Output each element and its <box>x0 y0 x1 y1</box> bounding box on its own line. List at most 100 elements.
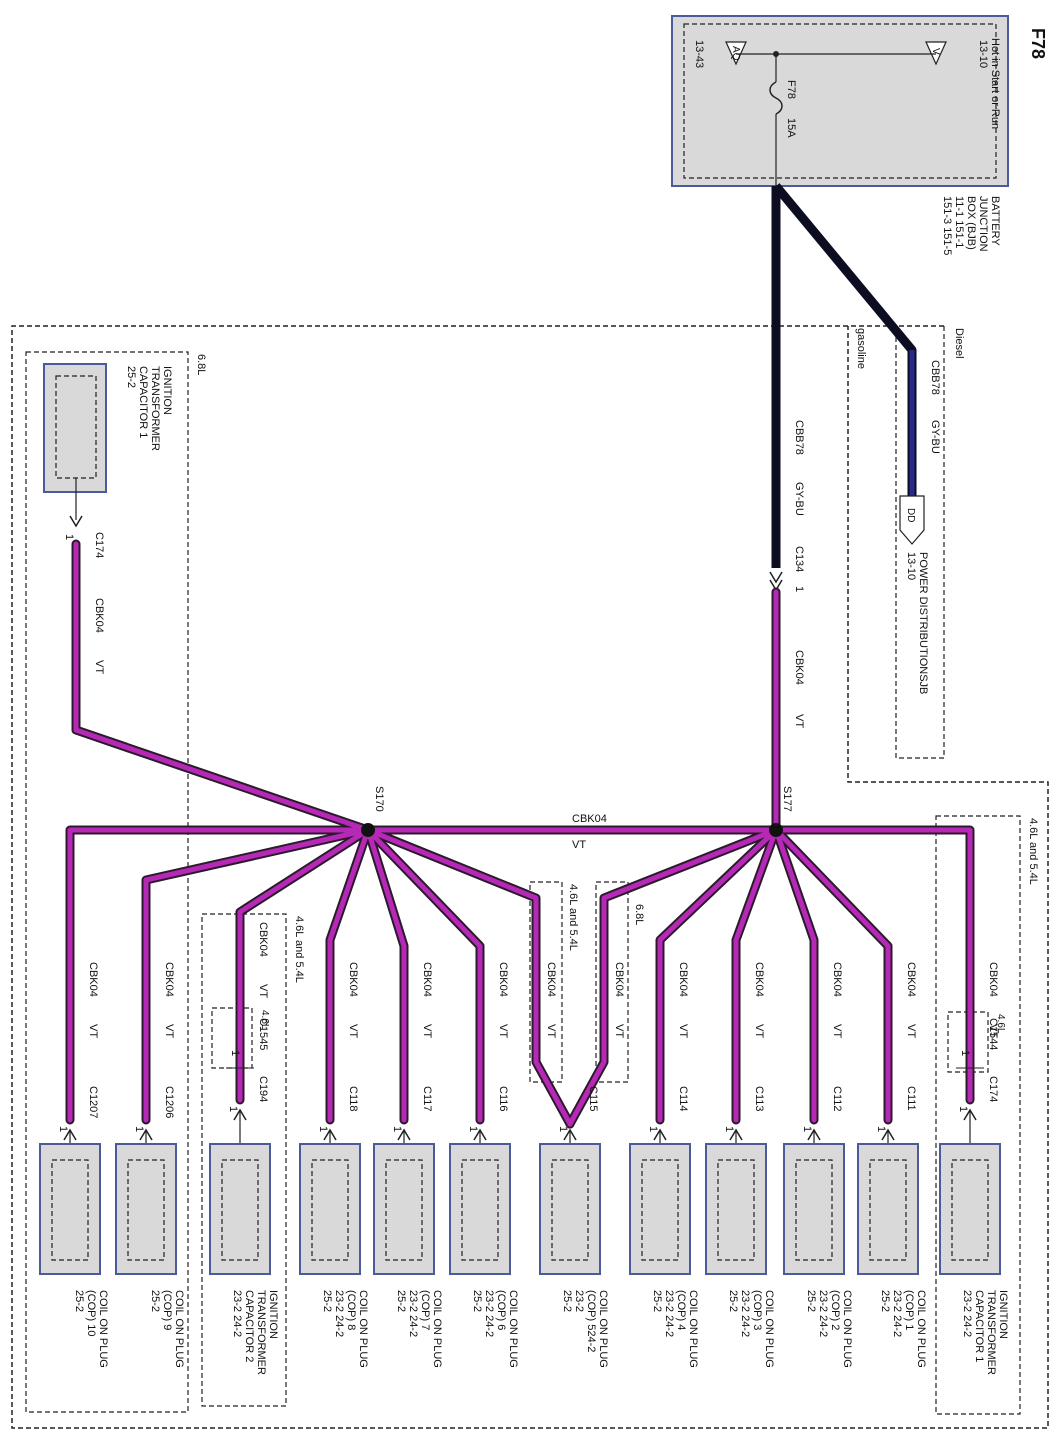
conn-v-label: V <box>930 48 941 55</box>
bjb-line-1: BATTERY <box>989 196 1001 246</box>
s177-label: S177 <box>781 786 793 812</box>
branch-7-wire-color: VT <box>677 1024 689 1038</box>
branch-4-component-box <box>373 1143 435 1275</box>
gas-wire-id: CBB78 <box>793 420 805 455</box>
branch-8-conn: C113 <box>753 1086 765 1111</box>
page-id: F78 <box>1028 28 1048 59</box>
branch-11-sub-conn: C1544 <box>987 1018 999 1050</box>
branch-11-wire-color: VT <box>987 1024 999 1038</box>
label-46-right: 4.6L <box>995 1014 1006 1034</box>
bus-wire-color: VT <box>572 839 586 851</box>
branch-5-title-0: COIL ON PLUG <box>507 1290 519 1368</box>
c174-top-pin: 1 <box>63 534 75 540</box>
branch-11-title-3: 23-2 24-2 <box>961 1290 973 1337</box>
branch-0-wire-color: VT <box>87 1024 99 1038</box>
branch-10-component-inner <box>869 1159 907 1261</box>
branch-6-component-box <box>539 1143 601 1275</box>
fuse-symbol-icon <box>769 81 783 115</box>
itc-top-wire-id: CBK04 <box>93 598 105 633</box>
branch-1-title-2: 25-2 <box>149 1290 161 1312</box>
branch-5-wire-id: CBK04 <box>497 962 509 997</box>
branch-5-wire-color: VT <box>497 1024 509 1038</box>
branch-8-wire-id: CBK04 <box>753 962 765 997</box>
branch-9-component-box <box>783 1143 845 1275</box>
branch-1-title-0: COIL ON PLUG <box>173 1290 185 1368</box>
branch-10-wire-color: VT <box>905 1024 917 1038</box>
label-68l-c115: 6.8L <box>633 904 645 925</box>
diesel-label: Diesel <box>953 328 965 359</box>
branch-3-component-box <box>299 1143 361 1275</box>
branch-10-conn: C111 <box>905 1086 917 1111</box>
branch-5-conn: C116 <box>497 1086 509 1111</box>
gas-wire2-color: VT <box>793 714 805 728</box>
connector-aq-icon <box>725 41 747 66</box>
branch-4-title-3: 25-2 <box>395 1290 407 1312</box>
itc-top-title-1: IGNITION <box>161 366 173 415</box>
region-68l-left <box>25 351 189 1413</box>
branch-1-pin: 1 <box>133 1126 145 1132</box>
branch-0-title-1: (COP) 10 <box>85 1290 97 1336</box>
dd-label: DD <box>905 508 916 522</box>
branch-2-wire-color: VT <box>257 984 269 998</box>
branch-9-pin: 1 <box>801 1126 813 1132</box>
branch-2-conn: C194 <box>257 1076 269 1102</box>
branch-8-title-3: 25-2 <box>727 1290 739 1312</box>
branch-0-pin: 1 <box>57 1126 69 1132</box>
bjb-line-3: BOX (BJB) <box>965 196 977 250</box>
branch-3-pin: 1 <box>317 1126 329 1132</box>
branch-3-title-2: 23-2 24-2 <box>333 1290 345 1337</box>
branch-0-wire-id: CBK04 <box>87 962 99 997</box>
fuse-hot-label: Hot in Start or Run <box>989 38 1001 129</box>
branch-2-component-inner <box>221 1159 259 1261</box>
itc-top-title-3: CAPACITOR 1 <box>137 366 149 438</box>
branch-6-wire-color: VT <box>545 1024 557 1038</box>
branch-1-component-inner <box>127 1159 165 1261</box>
branch-11-component-box <box>939 1143 1001 1275</box>
branch-3-component-inner <box>311 1159 349 1261</box>
branch-10-wire-id: CBK04 <box>905 962 917 997</box>
branch-6-wire-b-id: CBK04 <box>613 962 625 997</box>
branch-1-conn: C1206 <box>163 1086 175 1118</box>
branch-6-wire-id: CBK04 <box>545 962 557 997</box>
branch-4-title-0: COIL ON PLUG <box>431 1290 443 1368</box>
branch-4-wire-id: CBK04 <box>421 962 433 997</box>
branch-0-title-0: COIL ON PLUG <box>97 1290 109 1368</box>
branch-8-pin: 1 <box>723 1126 735 1132</box>
itc-top-title-2: TRANSFORMER <box>149 366 161 451</box>
branch-8-title-2: 23-2 24-2 <box>739 1290 751 1337</box>
bus-wire-id: CBK04 <box>572 813 607 825</box>
branch-3-wire-id: CBK04 <box>347 962 359 997</box>
itc-top-title-4: 25-2 <box>125 366 137 388</box>
gasoline-label: gasoline <box>855 328 867 369</box>
c134-connector-icon <box>769 571 783 584</box>
branch-1-component-box <box>115 1143 177 1275</box>
branch-3-conn: C118 <box>347 1086 359 1111</box>
branch-10-pin: 1 <box>875 1126 887 1132</box>
diesel-region <box>895 326 945 759</box>
bjb-line-5: 151-3 151-5 <box>941 196 953 255</box>
branch-11-conn: C174 <box>987 1076 999 1102</box>
branch-4-title-2: 23-2 24-2 <box>407 1290 419 1337</box>
branch-1-title-1: (COP) 9 <box>161 1290 173 1330</box>
branch-8-wire-color: VT <box>753 1024 765 1038</box>
branch-10-title-1: (COP) 1 <box>903 1290 915 1330</box>
branch-7-conn: C114 <box>677 1086 689 1111</box>
branch-3-title-1: (COP) 8 <box>345 1290 357 1330</box>
branch-7-title-0: COIL ON PLUG <box>687 1290 699 1368</box>
connector-v-icon <box>925 41 947 66</box>
bjb-line-2: JUNCTION <box>977 196 989 252</box>
bjb-line-4: 11-1 151-1 <box>953 196 965 248</box>
gas-wire-color: GY-BU <box>793 482 805 516</box>
gas-wire2-id: CBK04 <box>793 650 805 685</box>
diesel-wire-color: GY-BU <box>929 420 941 454</box>
branch-11-title-2: CAPACITOR 1 <box>973 1290 985 1362</box>
branch-10-title-2: 23-2 24-2 <box>891 1290 903 1337</box>
branch-11-pin: 1 <box>957 1106 969 1112</box>
conn-aq-label: AQ <box>730 46 741 61</box>
label-46-left: 4.6L <box>259 1010 270 1030</box>
branch-11-title-1: TRANSFORMER <box>985 1290 997 1375</box>
branch-9-component-inner <box>795 1159 833 1261</box>
branch-0-conn: C1207 <box>87 1086 99 1118</box>
